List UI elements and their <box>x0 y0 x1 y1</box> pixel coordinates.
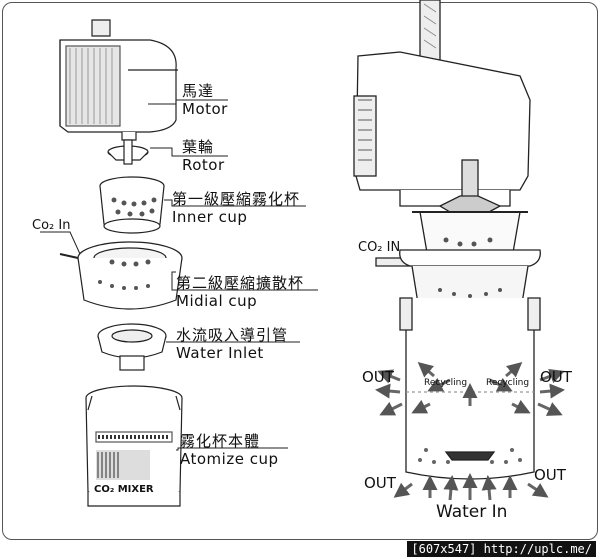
atomize-cup-part <box>85 385 183 507</box>
motor-part <box>59 19 178 141</box>
co2-in-label-right: CO₂ IN <box>358 240 401 255</box>
out-label-bottom-left: OUT <box>364 474 396 492</box>
assembly-section <box>353 0 541 480</box>
atomize-cup-label-zh: 霧化杯本體 <box>180 432 261 450</box>
inner-cup-part <box>99 176 165 234</box>
recycling-label-right: Recycling <box>486 378 530 388</box>
out-label-top-left: OUT <box>362 368 394 386</box>
footer-bar: [607x547] http://uplc.me/ <box>0 540 600 559</box>
mixer-text: CO₂ MIXER <box>94 484 154 495</box>
midial-cup-label-zh: 第二級壓縮擴散杯 <box>176 274 305 292</box>
inner-cup-label-en: Inner cup <box>172 208 248 226</box>
water-inlet-part <box>97 323 167 371</box>
atomize-cup-label-en: Atomize cup <box>180 450 279 468</box>
rotor-label-zh: 葉輪 <box>182 138 215 156</box>
midial-cup-part <box>59 241 183 310</box>
recycling-label-left: Recycling <box>424 378 468 388</box>
motor-label-zh: 馬達 <box>182 82 215 100</box>
out-label-bottom-right: OUT <box>534 466 566 484</box>
midial-cup-label-en: Midial cup <box>176 292 258 310</box>
out-label-top-right: OUT <box>540 368 572 386</box>
co2-in-label-left: Co₂ In <box>32 218 71 233</box>
water-in-label: Water In <box>436 502 508 522</box>
water-inlet-label-en: Water Inlet <box>176 344 264 362</box>
footer-url[interactable]: [607x547] http://uplc.me/ <box>407 541 596 557</box>
rotor-part <box>107 139 149 165</box>
motor-label-en: Motor <box>182 100 228 118</box>
water-inlet-label-zh: 水流吸入導引管 <box>176 326 289 344</box>
rotor-label-en: Rotor <box>182 156 225 174</box>
flow-arrows <box>375 362 565 501</box>
inner-cup-label-zh: 第一級壓縮霧化杯 <box>172 190 301 208</box>
